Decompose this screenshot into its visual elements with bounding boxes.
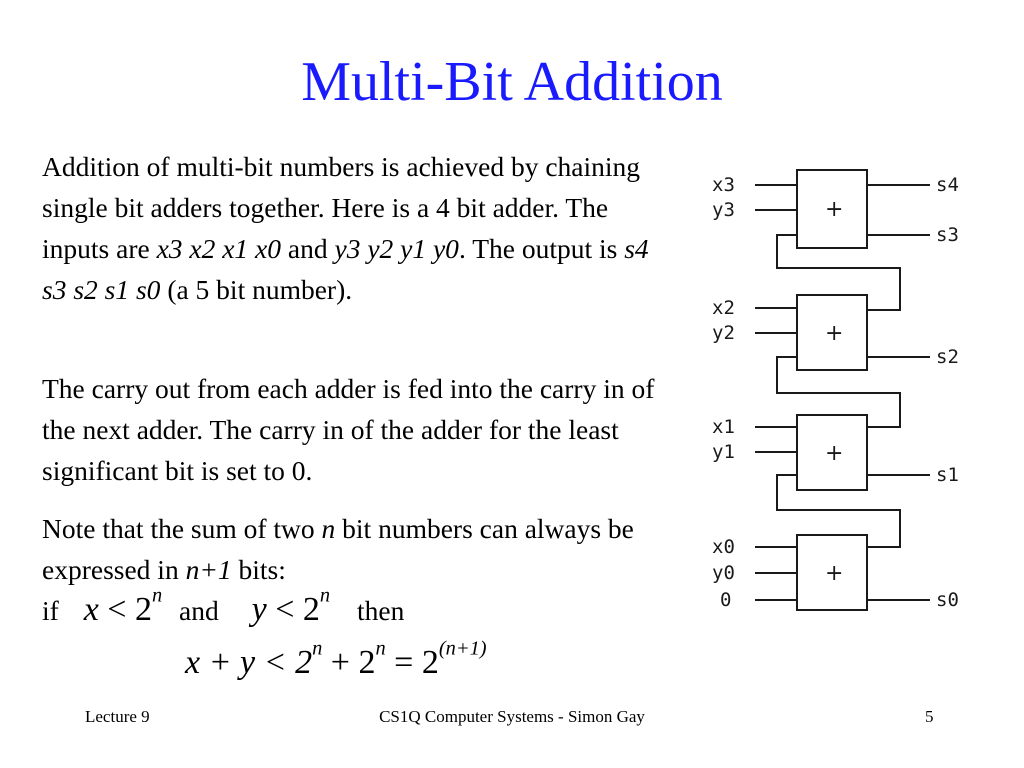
intro-text-2: and — [281, 233, 335, 264]
lt-sign: < — [107, 591, 127, 628]
label-y0: y0 — [712, 562, 735, 584]
note-text-3: bits: — [231, 554, 286, 585]
label-x1: x1 — [712, 416, 735, 438]
note-n: n — [321, 513, 336, 544]
x-condition: x < 2n — [83, 585, 162, 628]
x-inputs: x3 x2 x1 x0 — [156, 233, 282, 264]
y-inputs: y3 y2 y1 y0 — [334, 233, 459, 264]
adder-0-plus: + — [825, 561, 843, 586]
label-s3: s3 — [936, 224, 959, 246]
slide-title: Multi-Bit Addition — [301, 51, 723, 113]
base-two: 2 — [134, 591, 152, 628]
y-condition: y < 2n — [251, 585, 330, 628]
eq-mid: + 2 — [322, 644, 376, 681]
eq-equals: = 2 — [385, 644, 439, 681]
intro-text-3: . The output is — [458, 233, 625, 264]
note-text-1: Note that the sum of two — [42, 513, 322, 544]
paragraph-carry: The carry out from each adder is fed int… — [42, 373, 655, 486]
label-x3: x3 — [712, 174, 735, 196]
note-text-2: bit numbers can always be expressed in — [42, 513, 634, 585]
footer-course: CS1Q Computer Systems - Simon Gay — [379, 707, 645, 726]
four-bit-adder-diagram: x3 y3 + s4 s3 x2 y2 + s2 x1 y1 + s1 x0 y… — [700, 145, 980, 640]
eq-exp-3: (n+1) — [438, 637, 487, 660]
base-two: 2 — [302, 591, 320, 628]
label-s2: s2 — [936, 346, 959, 368]
intro-text-4: (a 5 bit number). — [160, 274, 353, 305]
label-s0: s0 — [936, 589, 959, 611]
footer-lecture: Lecture 9 — [85, 707, 150, 726]
label-s1: s1 — [936, 464, 959, 486]
label-y3: y3 — [712, 199, 735, 221]
label-x2: x2 — [712, 297, 735, 319]
y-var: y — [251, 591, 267, 628]
label-carry-zero: 0 — [720, 589, 731, 611]
label-y2: y2 — [712, 322, 735, 344]
if-word: if — [42, 595, 59, 626]
s-outputs: s4 s3 s2 s1 s0 — [42, 233, 649, 305]
lt-sign: < — [275, 591, 295, 628]
intro-text-1: Addition of multi-bit numbers is achieve… — [42, 151, 641, 264]
then-word: then — [357, 595, 405, 626]
adder-1-plus: + — [825, 441, 843, 466]
label-x0: x0 — [712, 536, 735, 558]
condition-line: if x < 2n and y < 2n then — [42, 585, 405, 631]
eq-exp-1: n — [312, 637, 323, 660]
eq-lhs: x + y < 2 — [185, 644, 313, 681]
exp-n: n — [151, 584, 163, 607]
exp-n: n — [319, 584, 331, 607]
adder-svg: x3 y3 + s4 s3 x2 y2 + s2 x1 y1 + s1 x0 y… — [712, 169, 959, 611]
label-y1: y1 — [712, 441, 735, 463]
eq-exp-2: n — [375, 637, 386, 660]
footer-page-number: 5 — [925, 707, 934, 726]
paragraph-note: Note that the sum of two n bit numbers c… — [42, 508, 667, 590]
paragraph-intro: Addition of multi-bit numbers is achieve… — [42, 146, 667, 310]
sum-equation: x + y < 2n + 2n = 2(n+1) — [185, 638, 487, 688]
adder-2-plus: + — [825, 321, 843, 346]
and-word: and — [179, 595, 219, 626]
note-n-plus-1: n+1 — [185, 554, 232, 585]
x-var: x — [83, 591, 99, 628]
adder-3-plus: + — [825, 197, 843, 222]
label-s4: s4 — [936, 174, 959, 196]
